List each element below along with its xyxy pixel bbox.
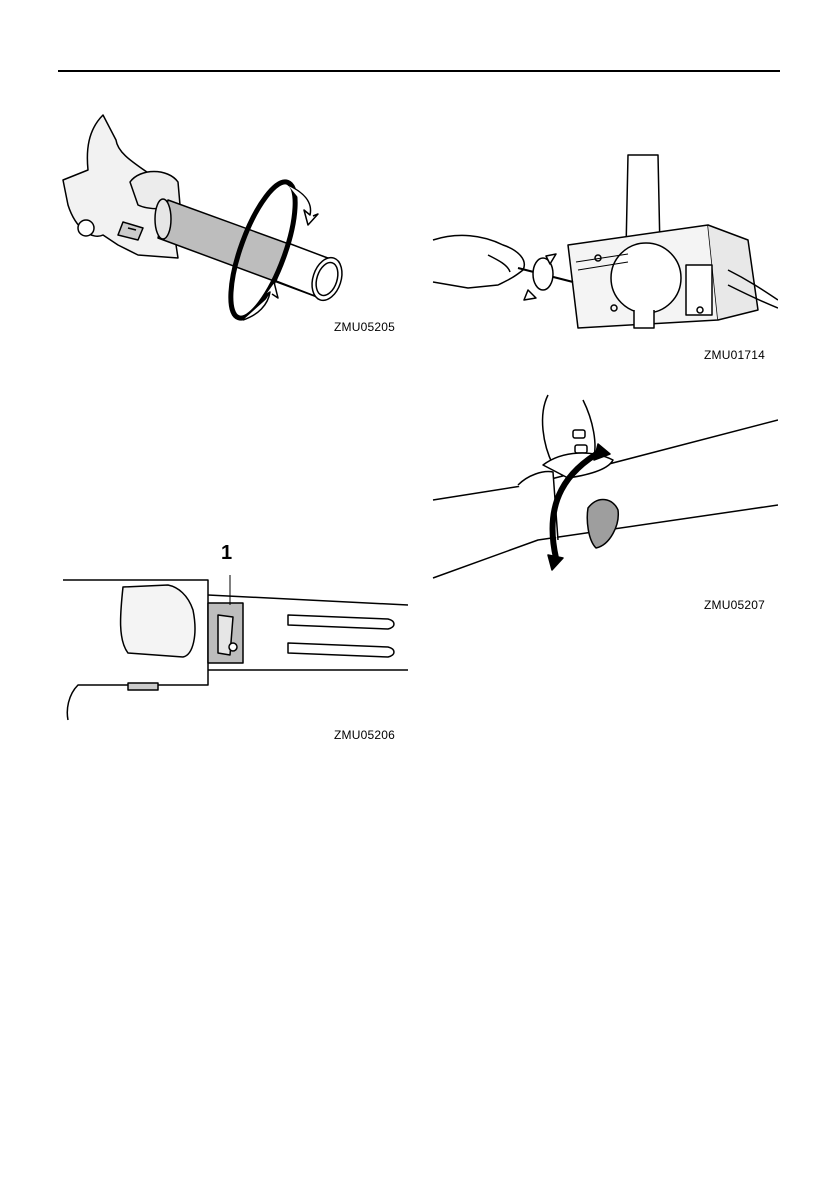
figure-grip-detail: [58, 575, 408, 725]
figure-code: ZMU05206: [334, 728, 395, 742]
figure-remote-control: [428, 150, 778, 340]
figure-tiller-handle: [428, 390, 778, 590]
figure-code: ZMU05205: [334, 320, 395, 334]
grip-detail-illustration: [58, 575, 408, 725]
throttle-grip-illustration: [58, 110, 388, 330]
figure-code: ZMU01714: [704, 348, 765, 362]
figure-throttle-grip: [58, 110, 388, 330]
tiller-handle-illustration: [428, 390, 778, 590]
remote-control-illustration: [428, 150, 778, 340]
header-rule: [58, 70, 780, 72]
callout-label: 1: [221, 542, 232, 565]
figure-code: ZMU05207: [704, 598, 765, 612]
